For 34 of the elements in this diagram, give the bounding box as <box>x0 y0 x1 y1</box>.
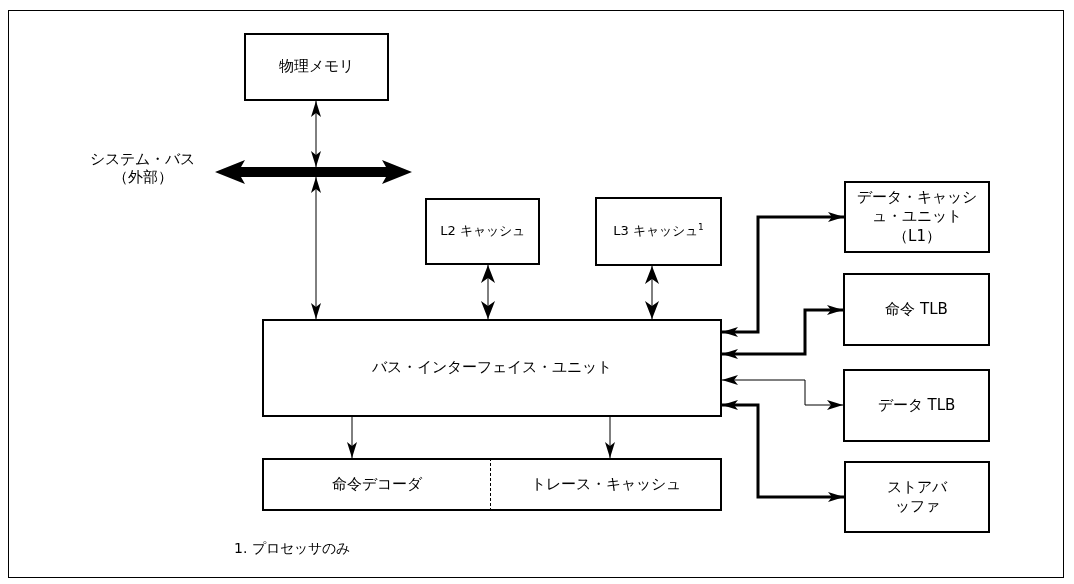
process-box <box>262 319 722 417</box>
double-arrow <box>311 100 321 168</box>
footnote: 1. プロセッサのみ <box>234 540 350 558</box>
double-arrow <box>645 265 659 320</box>
double-arrow <box>311 176 321 320</box>
arrow <box>347 416 357 459</box>
process-box <box>491 458 722 511</box>
double-arrow <box>722 305 843 359</box>
box-label: バス・インターフェイス・ユニット <box>372 358 612 378</box>
box-label: 命令デコーダ <box>332 474 422 495</box>
process-box <box>843 273 990 346</box>
double-arrow <box>721 375 844 410</box>
box-label: L2 キャッシュ <box>440 223 525 240</box>
arrow <box>605 416 615 459</box>
process-box <box>244 33 389 101</box>
box-label: 物理メモリ <box>279 57 354 77</box>
double-arrow <box>722 400 844 502</box>
bus-double-arrow <box>215 158 412 186</box>
double-arrow <box>722 212 844 337</box>
double-arrow <box>481 264 495 320</box>
box-label: データ・キャッシュ・ユニット（L1） <box>857 187 977 247</box>
box-label: 命令 TLB <box>885 299 948 320</box>
process-box <box>844 181 990 253</box>
box-label: L3 キャッシュ$^{1}$ <box>613 222 704 241</box>
process-box <box>262 458 491 511</box>
process-box <box>843 369 990 442</box>
box-label: データ TLB <box>877 395 956 416</box>
process-box <box>425 198 540 265</box>
bus-label: （外部） <box>112 168 173 186</box>
process-box <box>844 461 990 533</box>
process-box <box>595 197 722 266</box>
box-label: ストアバッファ <box>886 477 948 517</box>
bus-label: システム・バス <box>90 150 195 168</box>
box-label: トレース・キャッシュ <box>530 474 681 495</box>
